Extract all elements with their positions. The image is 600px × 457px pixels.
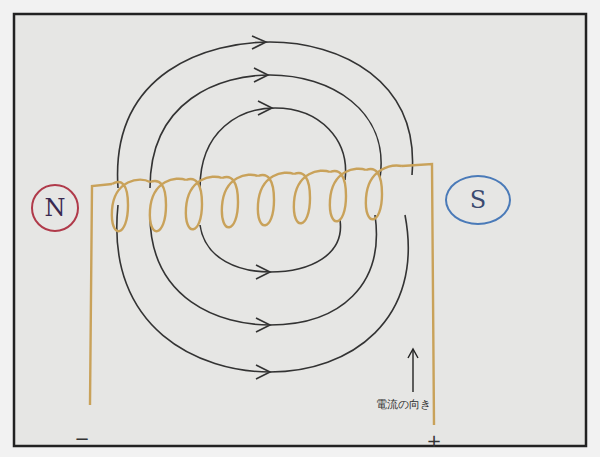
south-pole-circle: S (445, 175, 511, 225)
current-direction-note: 電流の向き (376, 397, 431, 412)
current-arrow (408, 349, 418, 392)
minus-terminal: − (74, 428, 89, 449)
pole-letter: S (470, 186, 486, 214)
field-lines (117, 36, 413, 379)
frame (14, 14, 586, 446)
pole-letter: N (45, 194, 66, 222)
plus-terminal: + (426, 430, 441, 451)
north-pole-circle: N (31, 184, 79, 232)
coil-wire (90, 164, 434, 425)
